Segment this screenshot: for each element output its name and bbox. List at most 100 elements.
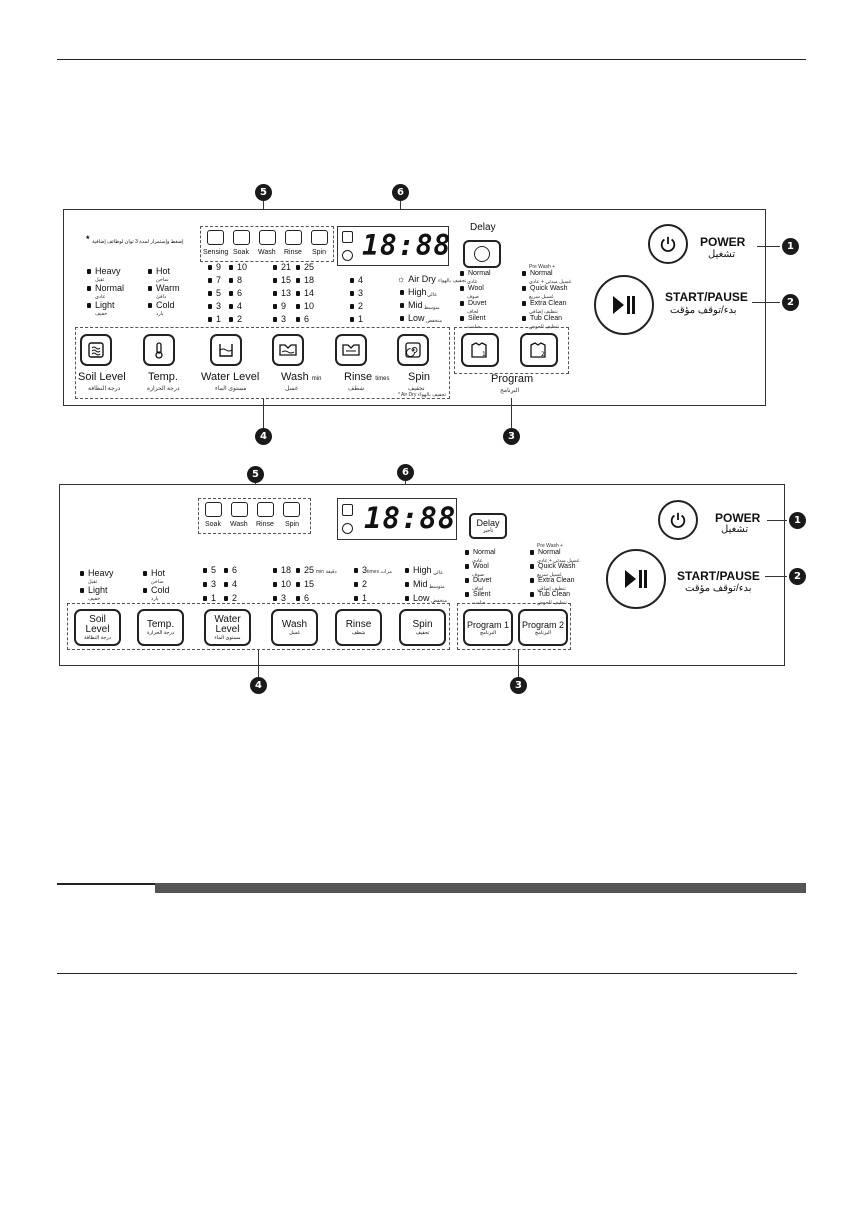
option-item: Hot bbox=[148, 266, 170, 276]
option-item: 1 bbox=[208, 314, 221, 324]
option-item: 2 bbox=[354, 579, 367, 589]
option-item: ☼Air Dry bbox=[397, 274, 436, 284]
option-ar: منخفض bbox=[431, 598, 448, 604]
leader-1 bbox=[757, 246, 780, 247]
play-pause-icon bbox=[625, 570, 647, 588]
option-item: Low bbox=[400, 313, 425, 323]
star-note-text: إضغط وإستمرار لمدة 3 ثوان لوظائف إضافية bbox=[92, 239, 184, 245]
button-label: Program 1 bbox=[466, 619, 510, 630]
power-label-ar: تشغيل bbox=[721, 524, 749, 535]
option-item: Normal bbox=[522, 270, 553, 277]
soil-level-button[interactable] bbox=[80, 334, 112, 366]
option-item: 6 bbox=[296, 593, 309, 603]
option-ar: لحاف bbox=[472, 586, 484, 592]
water-level-label: Water Level bbox=[201, 371, 260, 383]
indicator-label: Sensing bbox=[203, 249, 229, 256]
button-label: Wash bbox=[281, 619, 308, 630]
indicator-label: Spin bbox=[312, 249, 327, 256]
option-item: Cold bbox=[143, 585, 170, 595]
delay-label: Delay bbox=[476, 518, 500, 528]
delay-button[interactable] bbox=[463, 240, 501, 268]
option-item: Wool bbox=[460, 285, 484, 292]
power-label: POWER bbox=[715, 511, 761, 525]
program2-button[interactable]: 2 bbox=[520, 333, 558, 367]
leader-3 bbox=[518, 650, 519, 678]
option-ar: تنظيف إضافي bbox=[529, 309, 558, 315]
lock-icon bbox=[342, 231, 353, 243]
option-ar: صوف bbox=[467, 294, 480, 300]
option-item: Silent bbox=[460, 315, 486, 322]
option-ar: غسيل سريع bbox=[529, 294, 554, 300]
start-pause-button[interactable] bbox=[606, 549, 666, 609]
option-item: Normal bbox=[465, 549, 496, 556]
option-item: 25 bbox=[296, 565, 314, 575]
wash-button[interactable]: Wash غسل bbox=[271, 609, 318, 646]
temp-button[interactable] bbox=[143, 334, 175, 366]
option-item: 5 bbox=[208, 288, 221, 298]
option-ar: عادي bbox=[472, 558, 483, 564]
top-rule bbox=[57, 59, 806, 60]
rinse-label-ar: شطف bbox=[348, 386, 365, 392]
start-pause-label-ar: بدء/توقف مؤقت bbox=[670, 305, 737, 316]
option-item: 2 bbox=[224, 593, 237, 603]
start-pause-button[interactable] bbox=[594, 275, 654, 335]
power-button[interactable] bbox=[648, 224, 688, 264]
program-label: Program bbox=[491, 373, 534, 385]
program1-button[interactable]: 1 bbox=[461, 333, 499, 367]
spin-button[interactable]: Spin تجفيف bbox=[399, 609, 446, 646]
delay-label-ar: تأخير bbox=[482, 528, 494, 534]
program1-button[interactable]: Program 1 البرنامج bbox=[463, 609, 513, 646]
rinse-button[interactable] bbox=[335, 334, 367, 366]
option-ar: دافئ bbox=[156, 294, 167, 300]
indicator-label: Soak bbox=[233, 249, 249, 256]
option-item: Warm bbox=[148, 283, 180, 293]
option-item: 4 bbox=[224, 579, 237, 589]
option-item: Hot bbox=[143, 568, 165, 578]
clock-icon bbox=[474, 246, 490, 262]
power-label: POWER bbox=[700, 235, 746, 249]
program2-button[interactable]: Program 2 البرنامج bbox=[518, 609, 568, 646]
option-item: Wool bbox=[465, 563, 489, 570]
option-item: Normal bbox=[87, 283, 124, 293]
program-shirt-icon: 2 bbox=[530, 342, 546, 358]
water-level-button[interactable]: Water Level مستوى الماء bbox=[204, 609, 251, 646]
power-button[interactable] bbox=[658, 500, 698, 540]
clock-icon bbox=[342, 250, 353, 261]
soak-icon bbox=[233, 230, 250, 245]
indicator-group bbox=[200, 226, 334, 262]
option-ar: غسيل مبدئي + عادي bbox=[537, 558, 580, 564]
option-ar: خفيف bbox=[88, 596, 101, 602]
button-label-ar: شطف bbox=[351, 630, 366, 636]
soil-level-button[interactable]: Soil Level درجة النظافة bbox=[74, 609, 121, 646]
sensing-icon bbox=[207, 230, 224, 245]
rinse-button[interactable]: Rinse شطف bbox=[335, 609, 382, 646]
note-rule-gray bbox=[155, 883, 806, 893]
soil-level-label: Soil Level bbox=[78, 371, 126, 383]
callout-6: 6 bbox=[392, 184, 409, 201]
water-level-button[interactable] bbox=[210, 334, 242, 366]
program-shirt-icon: 1 bbox=[471, 342, 487, 358]
delay-button[interactable]: Delay تأخير bbox=[469, 513, 507, 539]
temp-button[interactable]: Temp. درجة الحرارة bbox=[137, 609, 184, 646]
water-level-icon bbox=[219, 344, 233, 357]
air-dry-note: * Air Dry تجفيف بالهواء bbox=[398, 392, 447, 398]
option-item: 3 bbox=[354, 565, 367, 575]
option-ar: غسيل مبدئي + عادي bbox=[529, 279, 572, 285]
option-item: 3 bbox=[273, 314, 286, 324]
option-ar: عالي bbox=[433, 570, 444, 576]
option-item: 21 bbox=[273, 262, 291, 272]
program-label-ar: البرنامج bbox=[500, 388, 520, 394]
option-item: 3 bbox=[350, 288, 363, 298]
wash-button[interactable] bbox=[272, 334, 304, 366]
soil-icon bbox=[88, 342, 104, 358]
spin-button[interactable] bbox=[397, 334, 429, 366]
option-ar: ساخن bbox=[156, 277, 169, 283]
option-item: Light bbox=[80, 585, 108, 595]
button-label: Soil Level bbox=[85, 613, 110, 635]
option-item: 3 bbox=[208, 301, 221, 311]
option-item: 3 bbox=[273, 593, 286, 603]
callout-1: 1 bbox=[789, 512, 806, 529]
option-ar: خفيف bbox=[95, 311, 108, 317]
prewash-label: Pre Wash + bbox=[537, 543, 564, 549]
option-item: High bbox=[405, 565, 432, 575]
